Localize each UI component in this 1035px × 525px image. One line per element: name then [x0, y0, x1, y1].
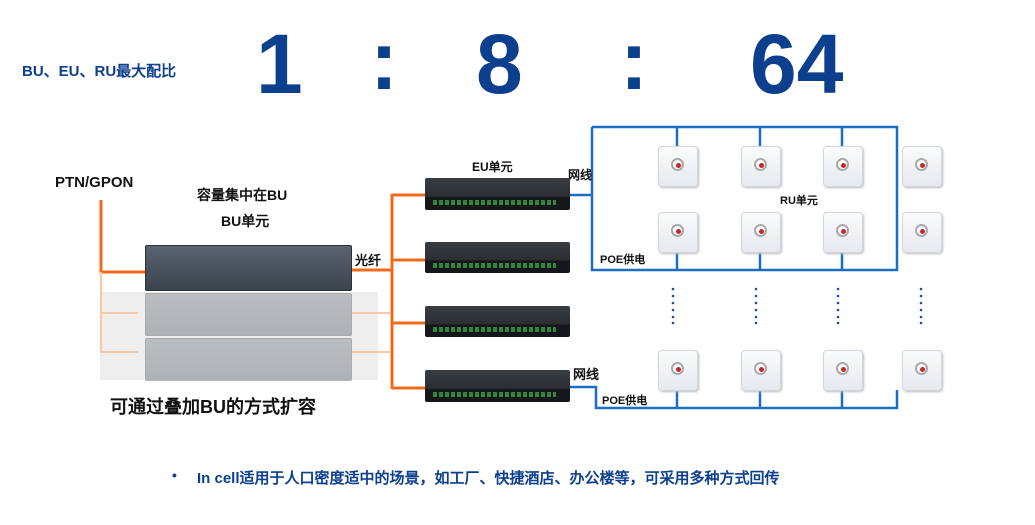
ru-device [741, 146, 781, 187]
bu-device-stacked [145, 338, 352, 381]
ellipsis-dots [671, 287, 923, 325]
ratio-separator: : [370, 13, 398, 107]
capacity-note: 容量集中在BU [197, 187, 288, 203]
bu-device [145, 245, 352, 291]
ru-device [823, 350, 863, 391]
eu-unit-label: EU单元 [472, 160, 513, 174]
ru-device [658, 146, 698, 187]
ratio-separator: : [620, 13, 648, 107]
cable-label-bottom: 网线 [573, 367, 600, 382]
ru-device [902, 212, 942, 253]
ru-device [823, 212, 863, 253]
ptn-gpon-label: PTN/GPON [55, 174, 134, 191]
ghost-fiber-lines [100, 272, 390, 353]
cable-label-top: 网线 [568, 168, 593, 182]
cable-lines [555, 125, 899, 410]
eu-device [425, 178, 570, 210]
footer-bullet: • [172, 467, 177, 483]
ratio-bu: 1 [256, 17, 303, 111]
ru-device [741, 212, 781, 253]
poe-label-bottom: POE供电 [602, 395, 648, 407]
eu-device [425, 242, 570, 273]
ru-device [658, 212, 698, 253]
ratio-eu: 8 [476, 17, 523, 111]
ru-device [741, 350, 781, 391]
ru-unit-label: RU单元 [780, 195, 818, 207]
eu-device [425, 370, 570, 402]
expand-note: 可通过叠加BU的方式扩容 [110, 397, 316, 417]
ru-device [902, 146, 942, 187]
eu-device [425, 306, 570, 337]
bu-unit-label: BU单元 [221, 213, 270, 229]
stack-background [100, 292, 378, 380]
ratio-label: BU、EU、RU最大配比 [22, 63, 177, 80]
poe-label-top: POE供电 [600, 254, 646, 266]
ru-device [902, 350, 942, 391]
bu-device-stacked [145, 293, 352, 336]
ru-device [823, 146, 863, 187]
footer-text: In cell适用于人口密度适中的场景，如工厂、快捷酒店、办公楼等，可采用多种方… [197, 470, 780, 487]
fiber-label: 光纤 [355, 253, 382, 268]
ratio-ru: 64 [750, 17, 844, 111]
ru-device [658, 350, 698, 391]
